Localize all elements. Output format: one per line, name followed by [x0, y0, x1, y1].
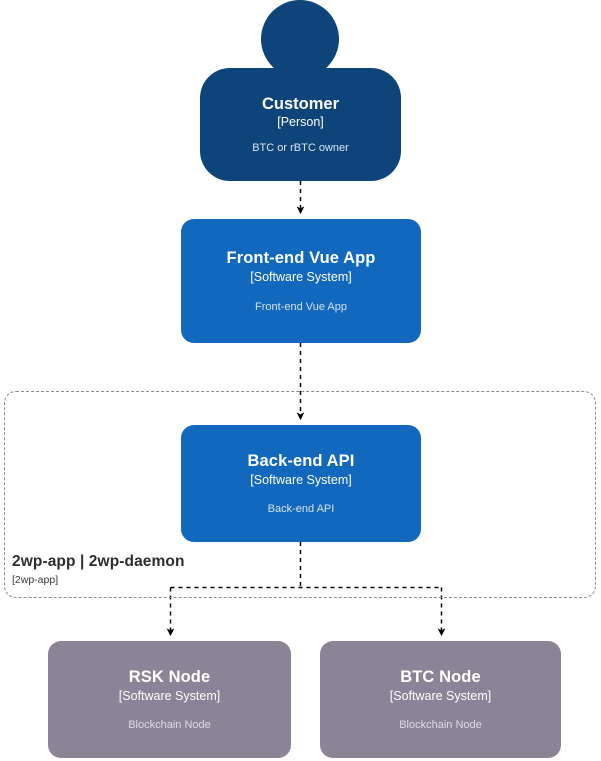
node-rsk-title: RSK Node: [128, 667, 211, 686]
node-frontend-vue-app[interactable]: Front-end Vue App [Software System] Fron…: [181, 219, 421, 343]
node-backend-type: [Software System]: [250, 472, 352, 487]
boundary-label: 2wp-app | 2wp-daemon [2wp-app]: [12, 553, 185, 587]
node-rsk-description: Blockchain Node: [128, 719, 211, 732]
node-backend-description: Back-end API: [267, 503, 335, 516]
node-btc-node[interactable]: BTC Node [Software System] Blockchain No…: [320, 641, 561, 758]
node-rsk-node[interactable]: RSK Node [Software System] Blockchain No…: [48, 641, 291, 758]
node-btc-type: [Software System]: [389, 688, 492, 703]
node-frontend-type: [Software System]: [250, 270, 352, 285]
node-rsk-type: [Software System]: [118, 688, 221, 703]
person-body: Customer [Person] BTC or rBTC owner: [200, 68, 401, 181]
node-customer-type: [Person]: [277, 115, 324, 129]
node-frontend-title: Front-end Vue App: [226, 249, 376, 267]
person-head-icon: [261, 0, 339, 78]
boundary-2wp-app[interactable]: [4, 391, 596, 598]
node-backend-title: Back-end API: [247, 451, 355, 470]
boundary-name: 2wp-app | 2wp-daemon: [12, 553, 185, 570]
node-customer[interactable]: Customer [Person] BTC or rBTC owner: [200, 0, 401, 181]
node-customer-description: BTC or rBTC owner: [252, 142, 349, 154]
node-backend-api[interactable]: Back-end API [Software System] Back-end …: [181, 425, 421, 542]
node-btc-description: Blockchain Node: [399, 719, 482, 732]
node-customer-title: Customer: [261, 95, 339, 113]
boundary-type: [2wp-app]: [12, 573, 59, 586]
node-btc-title: BTC Node: [400, 667, 481, 686]
node-frontend-description: Front-end Vue App: [255, 300, 347, 313]
